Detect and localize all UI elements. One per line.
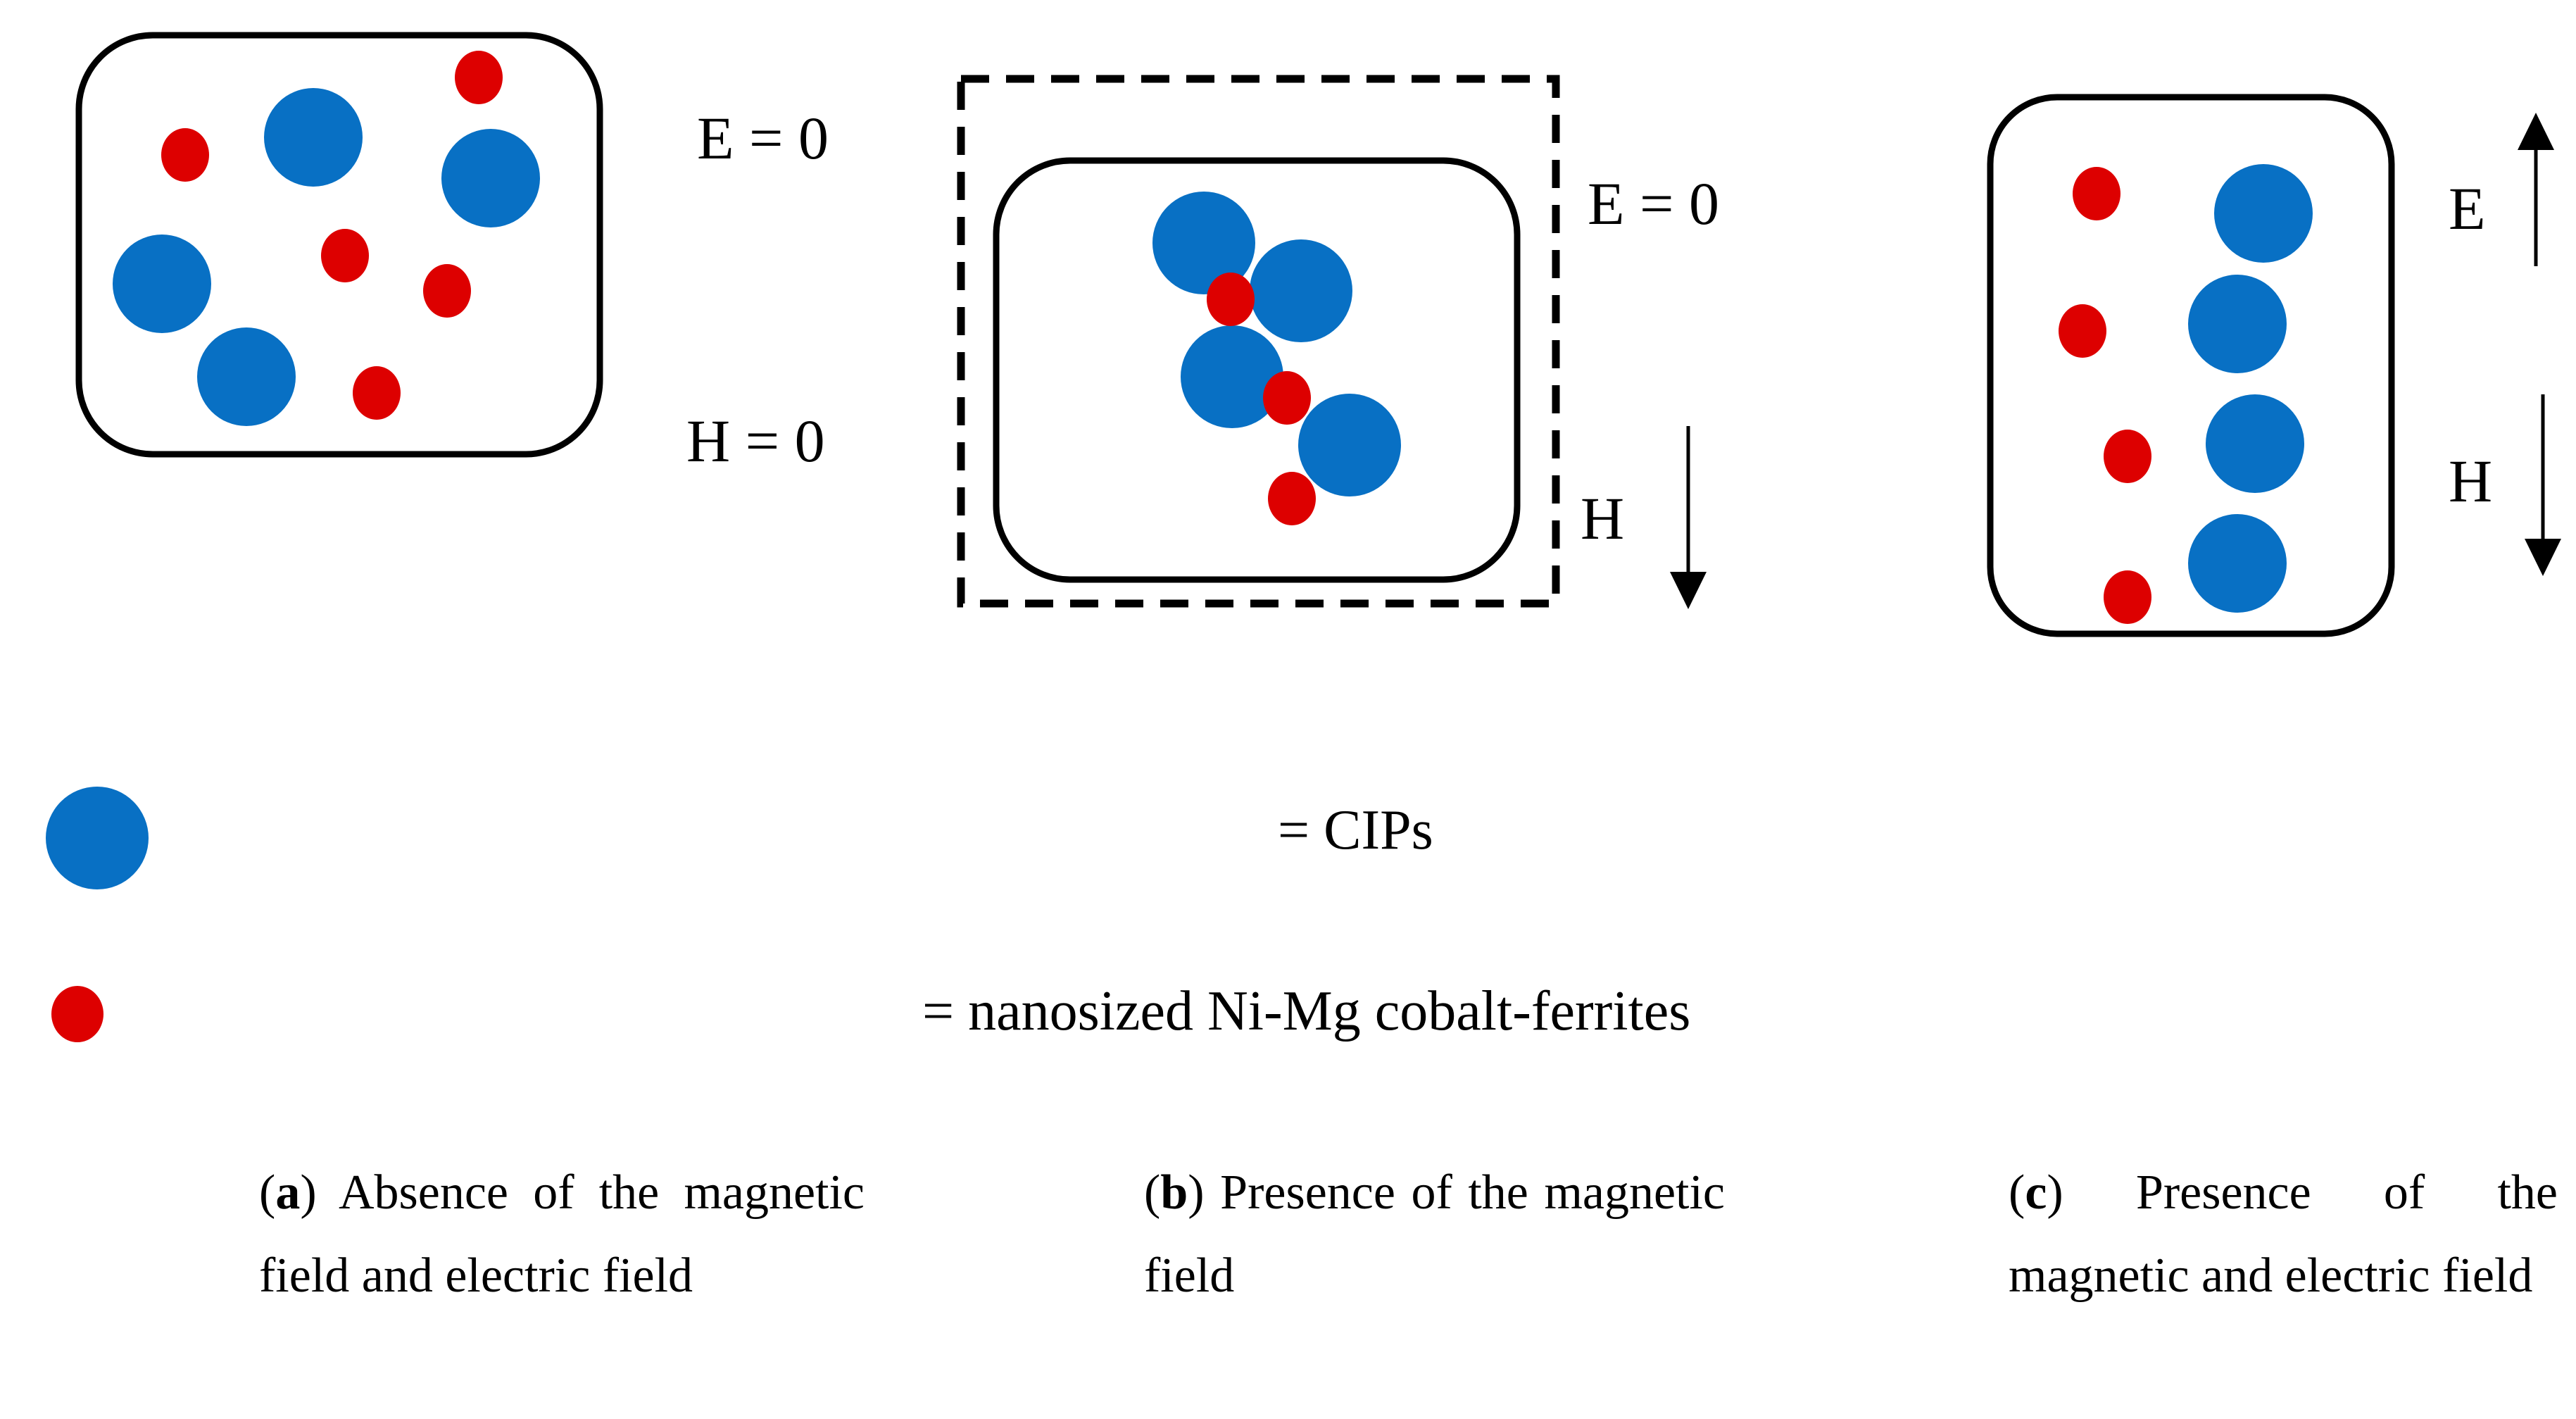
down-arrowhead — [1670, 572, 1707, 609]
cip-particle — [264, 88, 363, 187]
ferrite-particle — [2104, 430, 2151, 483]
panel-c-container — [1987, 94, 2395, 637]
panel-b-container — [993, 157, 1521, 583]
cip-particle — [2188, 514, 2287, 613]
caption-c-letter: c — [2025, 1165, 2047, 1220]
panel-b-h-label: H — [1581, 485, 1624, 552]
ferrite-particle — [2073, 167, 2121, 220]
panel-c-h-label: H — [2449, 447, 2492, 515]
ferrite-particle — [1207, 273, 1255, 326]
ferrite-particle — [2059, 304, 2106, 358]
cip-particle — [2188, 275, 2287, 373]
cip-particle — [1298, 394, 1401, 496]
cip-particle — [1152, 192, 1255, 294]
down-arrowhead — [2525, 539, 2561, 576]
panel-a: E = 0 H = 0 — [75, 32, 829, 475]
panel-a-h-label: H = 0 — [686, 407, 825, 475]
ferrite-particle — [1268, 472, 1316, 525]
caption-b: (b) Presence of the magnetic field — [1144, 1165, 1726, 1303]
panel-b-e-label: E = 0 — [1588, 170, 1719, 237]
ferrite-particle — [455, 51, 503, 104]
panel-c: E H — [1987, 94, 2561, 637]
legend-ferrite-symbol — [51, 986, 103, 1042]
legend-cip-symbol — [46, 787, 149, 889]
cip-particle — [2206, 394, 2304, 493]
caption-a-text: Absence of the magnetic field and electr… — [259, 1165, 865, 1303]
cip-particle — [2214, 164, 2313, 263]
cip-particle — [1250, 239, 1352, 342]
cip-particle — [1181, 325, 1283, 428]
up-arrowhead — [2518, 113, 2554, 150]
caption-b-letter: b — [1160, 1165, 1188, 1220]
legend-cip-text: = CIPs — [1278, 799, 1433, 861]
panel-a-e-label: E = 0 — [697, 104, 829, 172]
cip-particle — [197, 327, 296, 426]
ferrite-particle — [423, 264, 471, 318]
panel-b-dashed-frame — [957, 75, 1560, 608]
ferrite-particle — [161, 128, 209, 182]
ferrite-particle — [1263, 371, 1311, 425]
ferrite-particle — [353, 366, 401, 420]
panel-a-container — [75, 32, 603, 458]
panel-b: E = 0 H — [957, 75, 1719, 609]
caption-c: (c) Presence of the magnetic and electri… — [2009, 1165, 2558, 1303]
ferrite-particle — [321, 229, 369, 282]
caption-c-text: Presence of the magnetic and electric fi… — [2009, 1165, 2558, 1303]
legend-ferrite-text: = nanosized Ni-Mg cobalt-ferrites — [922, 980, 1690, 1042]
caption-a: (a) Absence of the magnetic field and el… — [259, 1165, 865, 1303]
cip-particle — [441, 129, 540, 227]
caption-a-letter: a — [275, 1165, 301, 1220]
legend: = CIPs = nanosized Ni-Mg cobalt-ferrites — [46, 787, 1690, 1042]
caption-b-text: Presence of the magnetic field — [1144, 1165, 1726, 1303]
ferrite-particle — [2104, 570, 2151, 624]
panel-c-e-label: E — [2449, 175, 2486, 242]
cip-particle — [113, 235, 211, 333]
